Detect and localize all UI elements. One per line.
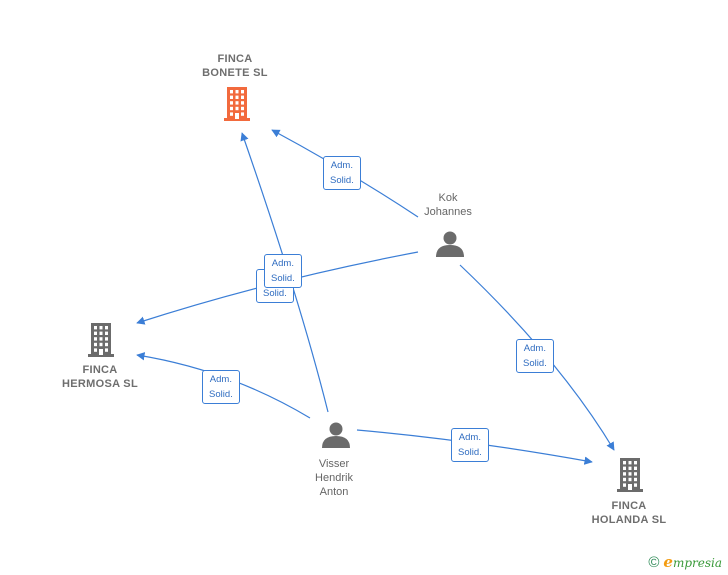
node-label-line: Anton bbox=[319, 486, 349, 498]
brand-logo[interactable]: empresia bbox=[663, 553, 722, 571]
node-label-line: FINCA bbox=[217, 53, 253, 65]
edge-label-kok-holanda[interactable]: Adm. Solid. bbox=[516, 339, 554, 373]
copyright-footer: © empresia bbox=[648, 553, 722, 571]
edge-label-visser-bonete[interactable]: Adm. Solid. bbox=[264, 254, 302, 288]
building-icon-holanda[interactable] bbox=[617, 458, 643, 492]
node-label-line: Hendrik bbox=[315, 472, 353, 484]
edge-label-visser-holanda[interactable]: Adm. Solid. bbox=[451, 428, 489, 462]
edge-label-visser-hermosa[interactable]: Adm. Solid. bbox=[202, 370, 240, 404]
building-icon-bonete[interactable] bbox=[224, 87, 250, 121]
edge-label-kok-bonete[interactable]: Adm. Solid. bbox=[323, 156, 361, 190]
node-label-line: HOLANDA SL bbox=[591, 514, 667, 526]
node-label-bonete[interactable]: FINCA BONETE SL bbox=[202, 52, 268, 80]
node-label-line: BONETE SL bbox=[202, 67, 268, 79]
building-icon-hermosa[interactable] bbox=[88, 323, 114, 357]
node-label-holanda[interactable]: FINCA HOLANDA SL bbox=[592, 499, 667, 527]
node-label-line: HERMOSA SL bbox=[62, 378, 138, 390]
person-icon-kok[interactable] bbox=[436, 231, 464, 258]
node-label-hermosa[interactable]: FINCA HERMOSA SL bbox=[62, 363, 138, 391]
node-label-line: Johannes bbox=[424, 206, 472, 218]
node-label-line: FINCA bbox=[611, 500, 647, 512]
copyright-icon: © bbox=[648, 553, 660, 571]
person-icon-visser[interactable] bbox=[322, 422, 350, 449]
node-label-line: Kok bbox=[438, 192, 458, 204]
node-label-line: FINCA bbox=[82, 364, 118, 376]
node-label-line: Visser bbox=[318, 458, 350, 470]
